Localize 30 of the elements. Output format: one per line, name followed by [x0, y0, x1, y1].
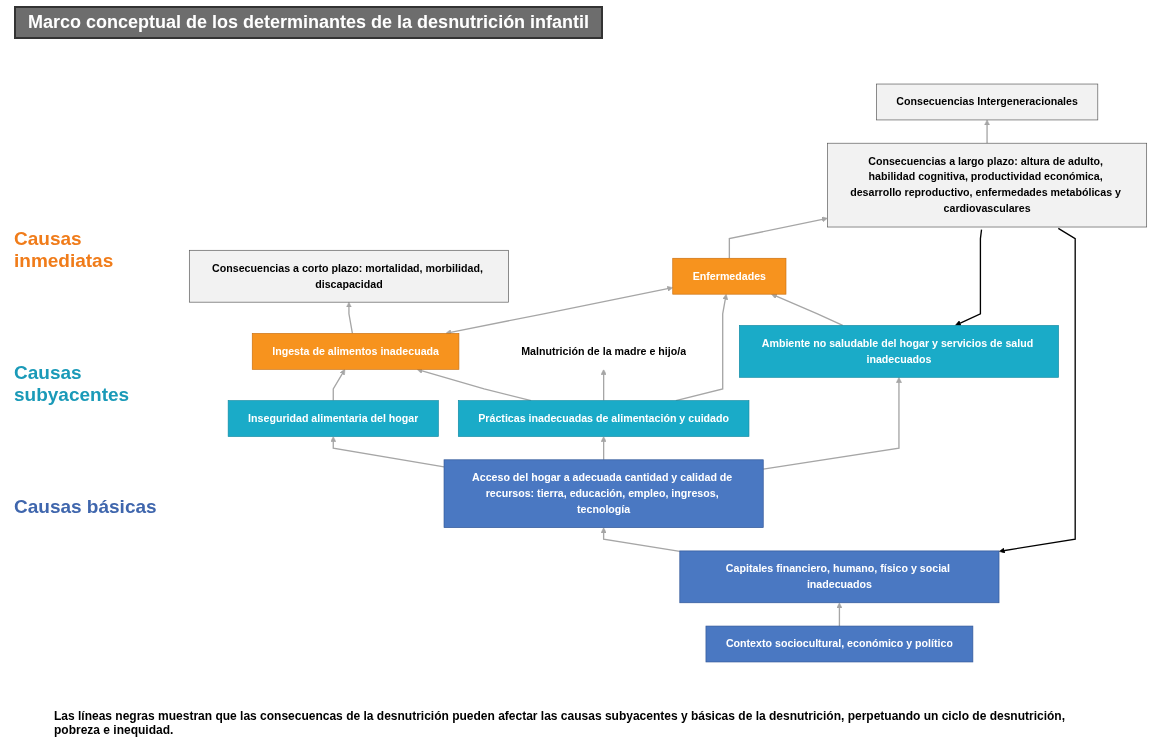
arrow [600, 369, 607, 402]
node-text: Malnutrición de la madre e hijo/a [521, 345, 687, 357]
node-box: Ingesta de alimentos inadecuada [251, 333, 460, 370]
node-box: Ambiente no saludable del hogar y servicios de salud inadecuados [739, 325, 1059, 378]
node-box: Enfermedades [672, 257, 787, 295]
caption: Las líneas negras muestran que las consecuencas de la desnutrición pueden afectar las causas subyacentes y básicas de la desnutrición, perpetuando un ciclo de desnutrición, pobreza e inequidad. [53, 708, 1066, 739]
node-box: Consecuencias Intergeneracionales [876, 83, 1099, 121]
arrow [330, 436, 445, 468]
arrow [999, 227, 1076, 554]
arrow [984, 119, 990, 144]
node-box: Prácticas inadecuadas de alimentación y cuidado [457, 400, 750, 437]
arrow [836, 602, 843, 627]
arrow [332, 369, 346, 402]
arrow [600, 527, 681, 553]
node-box: Acceso del hogar a adecuada cantidad y calidad de recursos: tierra, educación, empleo, ingresos, tecnología [443, 459, 764, 528]
cause-level-label: Causas inmediatas [14, 228, 115, 272]
node-box: Consecuencias a corto plazo: mortalidad, morbilidad, discapacidad [189, 249, 509, 303]
arrow [771, 293, 844, 327]
node-box: Consecuencias a largo plazo: altura de adulto, habilidad cognitiva, productividad económica, desarrollo reproductivo, enfermedades metabólicas y cardiovasculares [827, 142, 1147, 228]
node-box: Capitales financiero, humano, físico y social inadecuados [679, 550, 1000, 604]
arrow [762, 377, 902, 470]
arrow [728, 216, 828, 259]
arrow [600, 436, 607, 461]
arrow [955, 229, 983, 326]
cause-level-label: Causas subyacentes [14, 362, 131, 406]
node-box: Inseguridad alimentaria del hogar [227, 400, 439, 437]
cause-level-label: Causas básicas [14, 496, 158, 518]
title-banner: Marco conceptual de los determinantes de la desnutrición infantil [14, 6, 604, 39]
node-box: Contexto sociocultural, económico y político [705, 625, 974, 663]
arrow [346, 301, 354, 335]
